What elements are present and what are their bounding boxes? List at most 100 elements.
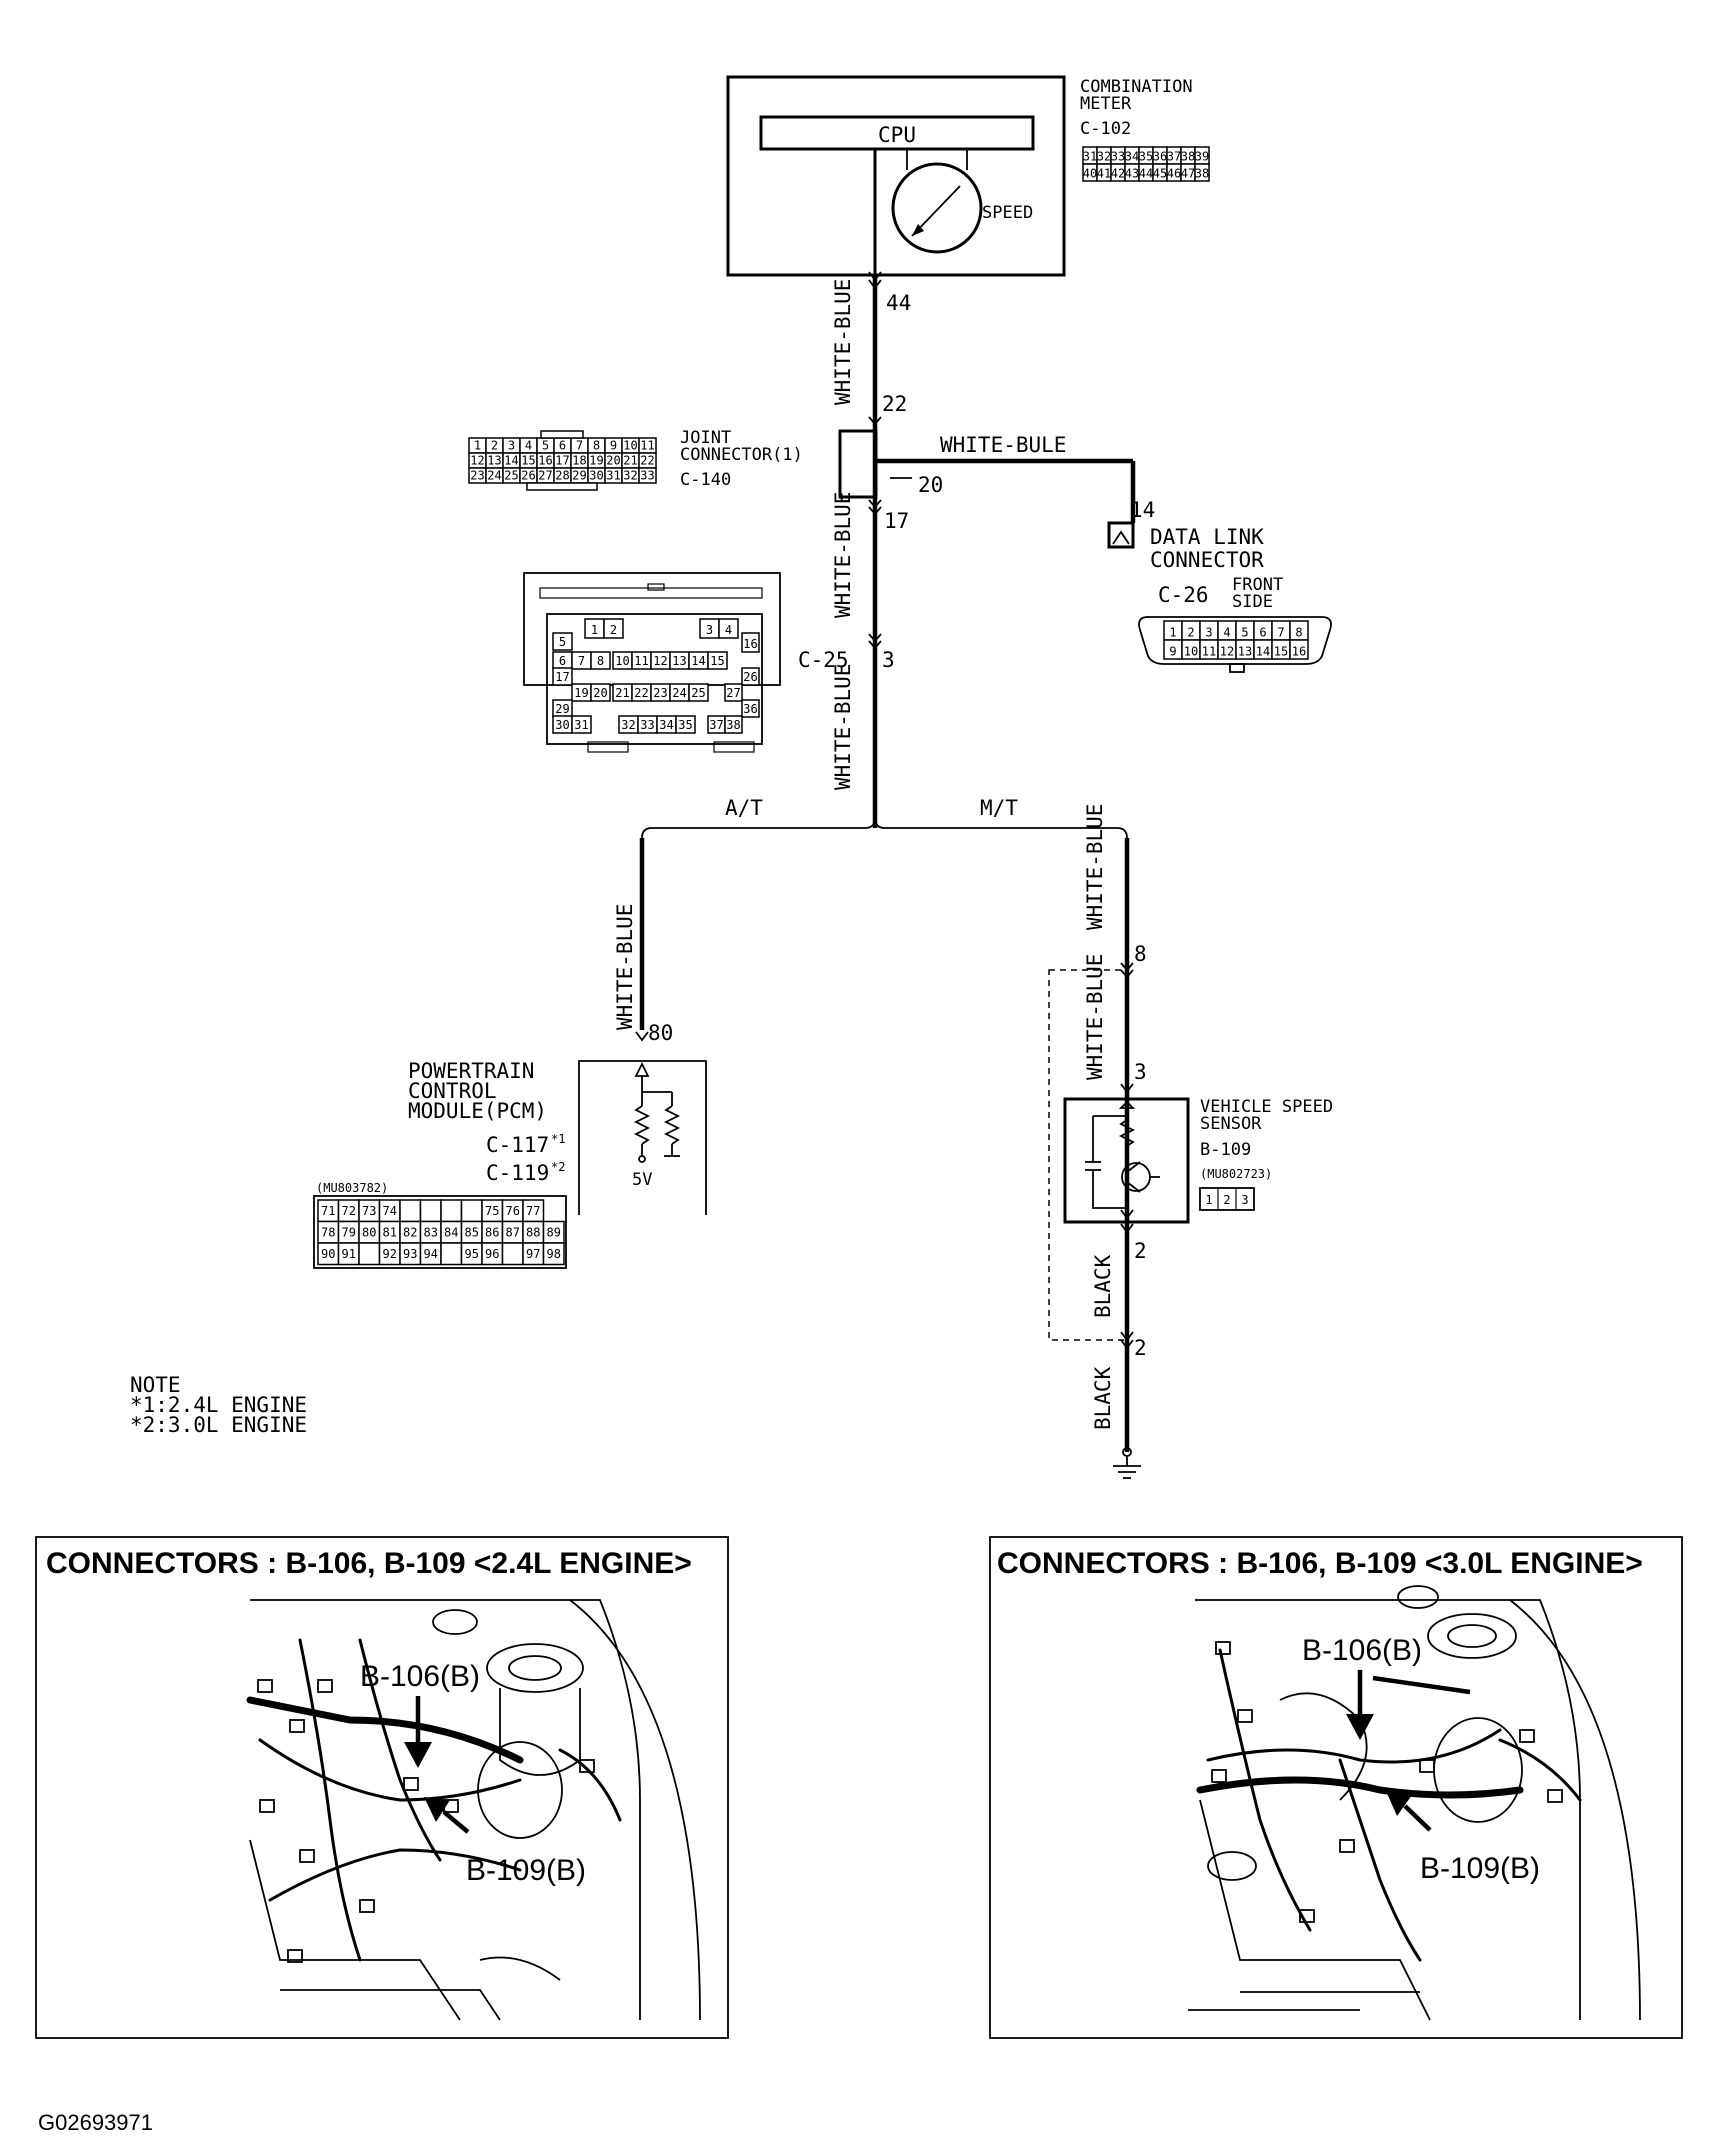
vss-box — [1063, 1097, 1190, 1224]
joint-pin-label: 19 — [589, 454, 603, 468]
c25-pin-cell — [707, 651, 728, 670]
mt-wire-color-1: WHITE-BLUE — [1083, 804, 1107, 930]
c25-pin-label: 5 — [559, 635, 566, 649]
c25-pin-label: 27 — [726, 686, 740, 700]
figure-caption: CONNECTORS : B-106, B-109 <2.4L ENGINE> — [46, 1547, 692, 1580]
c25-pin-label: 31 — [574, 718, 588, 732]
vss-pin-2: 2 — [1134, 1239, 1147, 1263]
c25-pin-label: 20 — [593, 686, 607, 700]
pcm-pin-label: 75 — [485, 1204, 499, 1218]
c25-pin-label: 19 — [574, 686, 588, 700]
c25-pin-cell — [552, 667, 573, 686]
dlc-pin-label: 5 — [1241, 626, 1248, 640]
data-link-connector: 14 DATA LINK CONNECTOR C-26 FRONT SIDE 1… — [1107, 498, 1332, 673]
vss-pin-3-label: 3 — [1241, 1193, 1248, 1207]
dlc-pin-label: 3 — [1205, 626, 1212, 640]
callout-bottom: B-109(B) — [1420, 1852, 1540, 1885]
pcm-pin-label: 78 — [321, 1226, 335, 1240]
c25-pin-label: 34 — [659, 718, 673, 732]
joint-connector-id: C-140 — [680, 470, 731, 490]
c25-pin-cell — [718, 618, 739, 639]
c25-body — [546, 613, 763, 745]
c25-pin-label: 25 — [691, 686, 705, 700]
pcm-pin-label: 92 — [383, 1247, 397, 1261]
c25-pin-label: 16 — [743, 637, 757, 651]
dlc-pin-label: 13 — [1238, 645, 1252, 659]
c25-pin-cell — [724, 683, 743, 702]
c25-pin-label: 32 — [621, 718, 635, 732]
c25-pin-cell — [590, 683, 611, 702]
joint-pin-label: 6 — [559, 439, 566, 453]
meter-pin-label: 35 — [1139, 150, 1153, 164]
pcm-pullup-resistor-icon — [633, 1105, 651, 1145]
pcm-note-mark-1: *1 — [551, 1132, 565, 1146]
pcm-pin-label: 77 — [526, 1204, 540, 1218]
joint-in-pin: 22 — [882, 392, 907, 416]
c25-pin-label: 21 — [615, 686, 629, 700]
c25-pin-label: 8 — [597, 654, 604, 668]
joint-pin-label: 18 — [572, 454, 586, 468]
joint-pin-label: 29 — [572, 469, 586, 483]
combination-meter-name-1: COMBINATION — [1080, 77, 1193, 97]
joint-pin-label: 17 — [555, 454, 569, 468]
joint-pin-label: 31 — [606, 469, 620, 483]
dlc-pin-label: 4 — [1223, 626, 1230, 640]
c25-pin-label: 24 — [672, 686, 686, 700]
pcm-pin-cell — [460, 1199, 483, 1223]
pcm-pin-cell — [358, 1242, 381, 1266]
combination-meter-name-2: METER — [1080, 94, 1132, 114]
vss-resistor-icon — [1118, 1119, 1136, 1147]
c25-pin-label: 6 — [559, 654, 566, 668]
joint-branch-pin: 20 — [918, 473, 943, 497]
meter-pin-label: 38 — [1181, 150, 1195, 164]
vss-pin-1-label: 1 — [1205, 1193, 1212, 1207]
pcm-pin-label: 91 — [342, 1247, 356, 1261]
joint-pin-label: 7 — [576, 439, 583, 453]
c25-pin-label: 15 — [710, 654, 724, 668]
dlc-pin-label: 14 — [1256, 645, 1270, 659]
dlc-side-1: FRONT — [1232, 575, 1283, 595]
joint-pin-label: 30 — [589, 469, 603, 483]
figure-id: G02693971 — [38, 2110, 153, 2135]
ground-pin-2: 2 — [1134, 1336, 1147, 1360]
joint-connector-box — [838, 429, 878, 499]
meter-pin-label: 32 — [1097, 150, 1111, 164]
dlc-pin-label: 2 — [1187, 626, 1194, 640]
joint-pin-label: 33 — [640, 469, 654, 483]
engine-bay-illustration-3.0l — [1188, 1585, 1641, 2021]
figure-frame — [35, 1536, 729, 2039]
joint-pin-label: 10 — [623, 439, 637, 453]
mt-harness-dashed-frame — [1048, 969, 1128, 1341]
branch-wire-color: WHITE-BULE — [940, 433, 1066, 457]
wire-color-seg2: WHITE-BLUE — [831, 492, 855, 618]
pcm-pin-label: 87 — [506, 1226, 520, 1240]
transmission-split-brace — [641, 817, 1128, 839]
pcm-pin-label: 89 — [547, 1226, 561, 1240]
dlc-outline — [1138, 616, 1332, 665]
vss-name-1: VEHICLE SPEED — [1200, 1097, 1333, 1117]
c25-pin-label: 29 — [555, 702, 569, 716]
pcm-pin-label: 74 — [383, 1204, 397, 1218]
joint-pin-label: 23 — [470, 469, 484, 483]
c25-pin-label: 3 — [706, 623, 713, 637]
dlc-pin-label: 12 — [1220, 645, 1234, 659]
joint-pin-label: 2 — [491, 439, 498, 453]
pcm-pin-label: 76 — [506, 1204, 520, 1218]
joint-pin-label: 9 — [610, 439, 617, 453]
joint-pin-label: 21 — [623, 454, 637, 468]
pcm-connector-2: C-119 — [486, 1161, 549, 1185]
pcm-part-number: (MU803782) — [316, 1181, 388, 1195]
pcm-pin-cell — [542, 1242, 565, 1266]
dlc-side-2: SIDE — [1232, 592, 1273, 612]
pcm-pin-label: 90 — [321, 1247, 335, 1261]
c25-pin-cell — [741, 632, 760, 653]
c25-pin-cell — [571, 715, 592, 734]
joint-pin-label: 24 — [487, 469, 501, 483]
meter-pin-label: 34 — [1125, 150, 1139, 164]
note-line-2: *2:3.0L ENGINE — [130, 1413, 307, 1437]
meter-pin-cell — [1194, 163, 1210, 182]
pcm-pin-label: 93 — [403, 1247, 417, 1261]
